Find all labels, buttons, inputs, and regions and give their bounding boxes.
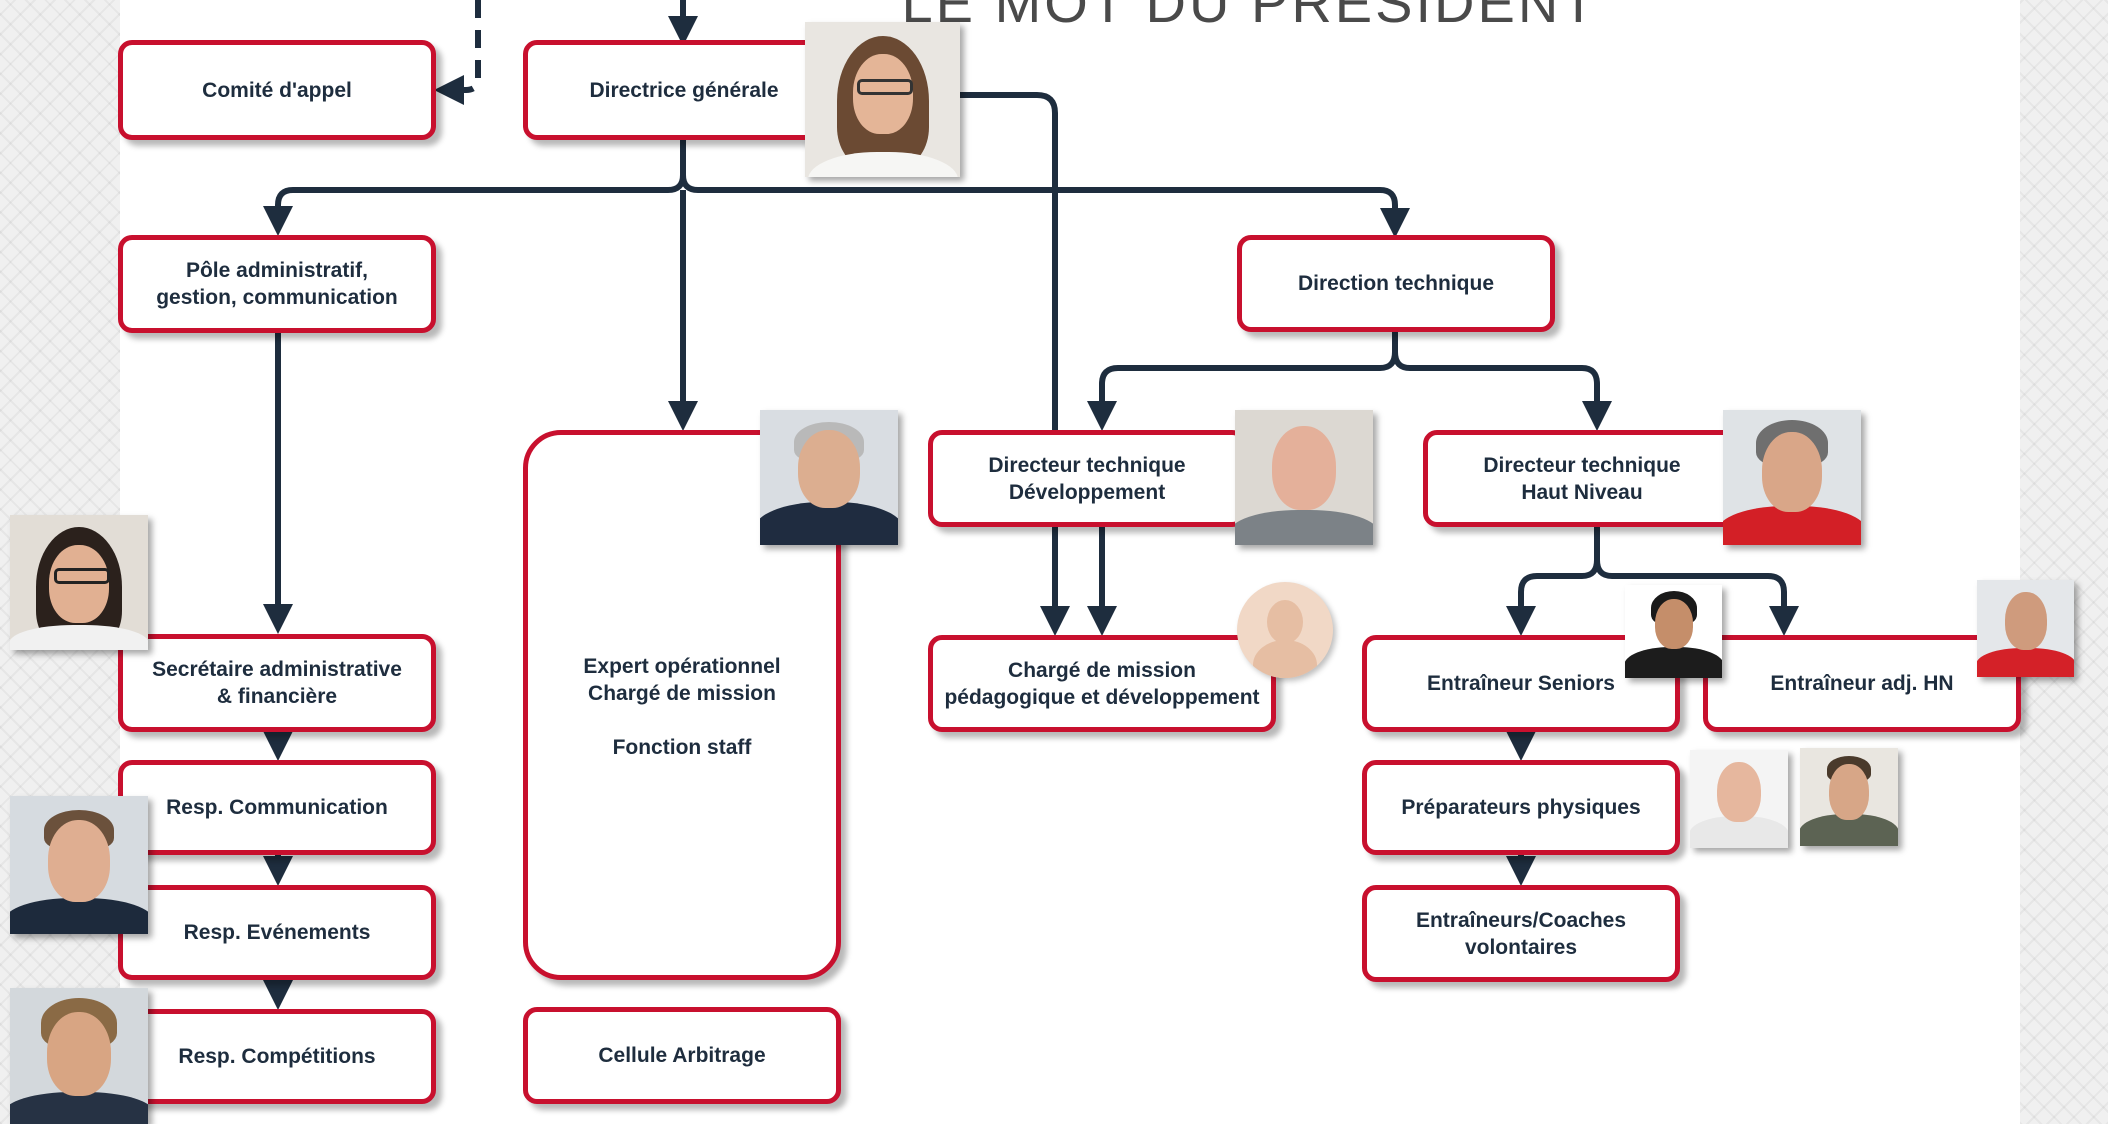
connector-dg-direction-technique — [680, 174, 1410, 238]
entraineurs-coaches-box: Entraîneurs/Coaches volontaires — [1362, 885, 1680, 982]
comite-appel-box: Comité d'appel — [118, 40, 436, 140]
preparateurs-box: Préparateurs physiques — [1362, 760, 1680, 855]
secretaire-box: Secrétaire administrative & financière — [118, 634, 436, 732]
resp-evenements-box: Resp. Evénements — [118, 885, 436, 980]
connector-dg-charge-mission — [958, 92, 1070, 636]
connector-appeal-dashed — [434, 0, 481, 105]
resp-communication-box: Resp. Communication — [118, 760, 436, 855]
entraineur-adj-hn-box: Entraîneur adj. HN — [1703, 635, 2021, 732]
right-background-pattern — [2020, 0, 2108, 1124]
connector-hn-adj — [1594, 559, 1799, 636]
directrice-photo — [805, 22, 960, 177]
connector-dg-pole-admin — [263, 140, 686, 236]
pole-administratif-box: Pôle administratif, gestion, communicati… — [118, 235, 436, 333]
dt-developpement-photo — [1235, 410, 1373, 545]
charge-mission-placeholder-avatar — [1237, 582, 1333, 678]
entraineur-adj-hn-photo — [1977, 580, 2074, 677]
resp-communication-photo — [10, 796, 148, 934]
charge-mission-box: Chargé de mission pédagogique et dévelop… — [928, 635, 1276, 732]
secretaire-photo — [10, 515, 148, 650]
page-heading: LE MOT DU PRESIDENT — [901, 0, 1599, 34]
dt-developpement-box: Directeur technique Développement — [928, 430, 1246, 527]
dt-haut-niveau-photo — [1723, 410, 1861, 545]
preparateur-photo-2 — [1800, 748, 1898, 846]
direction-technique-box: Direction technique — [1237, 235, 1555, 332]
entraineur-seniors-photo — [1625, 585, 1722, 678]
resp-competitions-photo — [10, 988, 148, 1124]
connector-hn-split — [1506, 527, 1600, 636]
dt-haut-niveau-box: Directeur technique Haut Niveau — [1423, 430, 1741, 527]
cellule-arbitrage-box: Cellule Arbitrage — [523, 1007, 841, 1104]
expert-photo — [760, 410, 898, 545]
connector-dt-haut-niveau — [1392, 351, 1612, 431]
resp-competitions-box: Resp. Compétitions — [118, 1009, 436, 1104]
directrice-generale-box: Directrice générale — [523, 40, 845, 140]
preparateur-photo-1 — [1690, 750, 1788, 848]
